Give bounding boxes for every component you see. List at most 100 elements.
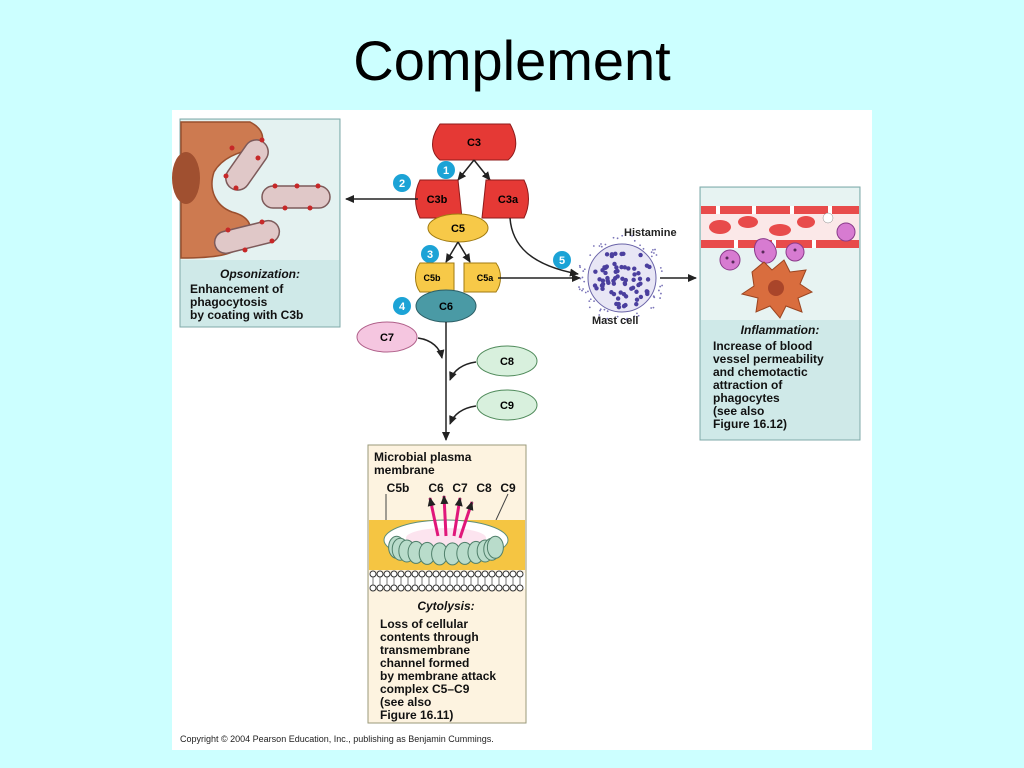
lipid-head	[467, 570, 475, 578]
granule-dot	[623, 302, 628, 308]
histamine-dot	[654, 248, 656, 251]
histamine-granules	[578, 234, 664, 321]
histamine-dot	[650, 255, 653, 258]
cytolysis-panel: Microbial plasma membrane C5b C6 C7 C8 C…	[367, 444, 527, 724]
lipid-head	[488, 584, 496, 592]
histamine-dot	[592, 245, 595, 247]
c9-label: C9	[500, 400, 514, 412]
granule-dot	[621, 291, 627, 297]
granule-dot	[638, 252, 643, 258]
histamine-dot	[582, 288, 584, 290]
histamine-dot	[639, 244, 641, 247]
granule-dot	[609, 252, 615, 257]
lipid-bilayer	[369, 570, 525, 592]
histamine-dot	[593, 300, 595, 303]
c5-label: C5	[451, 223, 465, 235]
lipid-head	[509, 570, 517, 578]
mast-cell: Histamine Mast cell	[578, 227, 697, 327]
inflammation-line: Increase of blood	[713, 339, 812, 353]
c3b-label: C3b	[427, 194, 448, 206]
inflammation-line: attraction of	[713, 378, 783, 392]
histamine-dot	[584, 291, 587, 294]
opsonization-panel: Opsonization: Enhancement of phagocytosi…	[172, 118, 341, 328]
histamine-dot	[636, 312, 638, 315]
lipid-head	[453, 584, 461, 592]
lipid-head	[411, 570, 419, 578]
cytolysis-line: by membrane attack	[380, 669, 496, 683]
granule-dot	[631, 277, 636, 283]
lipid-head	[418, 584, 426, 592]
bacterium-icon	[213, 219, 281, 255]
granule-dot	[602, 265, 607, 270]
lipid-head	[509, 584, 517, 592]
opsonization-line: by coating with C3b	[190, 308, 303, 322]
granule-dot	[605, 278, 610, 283]
granule-dot	[612, 261, 617, 267]
complex-label-c9: C9	[500, 481, 516, 495]
lipid-head	[446, 570, 454, 578]
histamine-dot	[599, 309, 601, 312]
histamine-dot	[604, 243, 607, 246]
granule-dot	[645, 291, 650, 297]
inflammation-line: Figure 16.12)	[713, 417, 787, 431]
histamine-dot	[650, 307, 653, 309]
opsonization-line: Enhancement of	[190, 282, 284, 296]
histamine-dot	[652, 306, 655, 309]
lipid-head	[516, 570, 524, 578]
c5a-label: C5a	[477, 273, 495, 283]
c6-label: C6	[439, 301, 453, 313]
granule-dot	[612, 276, 618, 281]
c3a-protein	[481, 179, 529, 219]
cell-contents-arrows	[427, 495, 474, 539]
mast-cell-granules	[592, 251, 652, 310]
lipid-head	[460, 584, 468, 592]
granule-dot	[634, 301, 639, 307]
histamine-dot	[598, 245, 601, 247]
granule-dot	[637, 276, 643, 281]
histamine-dot	[659, 267, 662, 269]
granule-dot	[592, 283, 598, 288]
complex-label-c8: C8	[476, 481, 492, 495]
granule-dot	[611, 291, 617, 297]
c5b-label: C5b	[423, 273, 441, 283]
inflammation-line: phagocytes	[713, 391, 780, 405]
cytolysis-line: transmembrane	[380, 643, 470, 657]
granule-dot	[615, 296, 621, 301]
granule-dot	[636, 271, 641, 276]
cytolysis-heading: Cytolysis:	[417, 599, 474, 613]
histamine-dot	[589, 298, 592, 301]
lipid-head	[502, 570, 510, 578]
step-number: 5	[559, 255, 565, 267]
membrane-label-line: Microbial plasma	[374, 450, 472, 464]
membrane-label-line: membrane	[374, 463, 435, 477]
c8-protein	[476, 345, 538, 377]
step-number: 4	[399, 301, 406, 313]
lipid-head	[439, 570, 447, 578]
lipid-head	[411, 584, 419, 592]
histamine-dot	[583, 280, 586, 283]
cytolysis-line: channel formed	[380, 656, 469, 670]
step-badge	[393, 297, 411, 315]
granule-dot	[619, 264, 624, 270]
granule-dot	[634, 297, 640, 302]
blood-vessel-icon	[701, 206, 859, 248]
lipid-head	[495, 584, 503, 592]
histamine-dot	[616, 237, 619, 240]
granule-dot	[613, 269, 618, 275]
cytolysis-line: contents through	[380, 630, 479, 644]
lipid-head	[516, 584, 524, 592]
complex-label-c5b: C5b	[387, 481, 410, 495]
c7-label: C7	[380, 332, 394, 344]
lipid-head	[369, 570, 377, 578]
lipid-head	[481, 570, 489, 578]
cytolysis-line: complex C5–C9	[380, 682, 470, 696]
lipid-head	[404, 570, 412, 578]
granule-dot	[623, 277, 628, 283]
lipid-head	[460, 570, 468, 578]
lipid-head	[432, 570, 440, 578]
mast-cell-label: Mast cell	[592, 315, 638, 327]
complex-label-c7: C7	[452, 481, 468, 495]
c3-label: C3	[467, 137, 481, 149]
cytolysis-line: Loss of cellular	[380, 617, 468, 631]
bacterium-icon	[223, 137, 269, 191]
